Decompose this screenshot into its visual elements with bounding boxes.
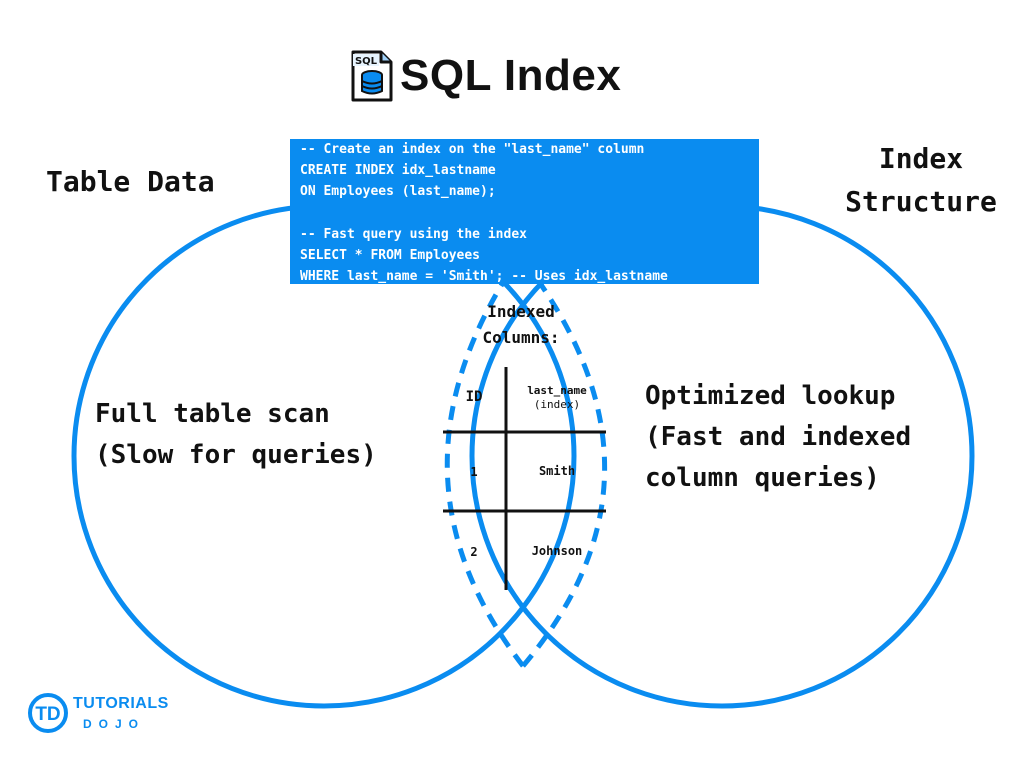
full-table-scan-line: Full table scan	[95, 399, 330, 429]
optimized-lookup-line: Optimized lookup	[645, 381, 896, 411]
full-table-scan-text: Full table scan (Slow for queries)	[95, 394, 377, 476]
code-line: -- Fast query using the index	[300, 226, 527, 242]
column-queries-line: column queries)	[645, 463, 880, 493]
index-structure-heading: Index Structure	[845, 142, 997, 218]
optimized-lookup-text: Optimized lookup (Fast and indexed colum…	[645, 376, 911, 499]
table-data-heading: Table Data	[46, 165, 215, 198]
table-cell-last-name: Smith	[538, 464, 576, 478]
sql-database-file-icon: SQL	[351, 50, 393, 102]
code-line: CREATE INDEX idx_lastname	[300, 163, 496, 179]
table-cell-last-name: Johnson	[531, 544, 583, 558]
index-note: (index)	[533, 398, 581, 411]
table-cell-id: 2	[470, 545, 478, 559]
slow-for-queries-line: (Slow for queries)	[95, 440, 377, 470]
indexed-label-line: Indexed	[487, 302, 555, 321]
fast-and-indexed-line: (Fast and indexed	[645, 422, 912, 452]
sql-code-block: -- Create an index on the "last_name" co…	[290, 139, 759, 284]
logo-bottom-text: DOJO	[83, 717, 146, 731]
indexed-columns-label: Indexed Columns:	[456, 299, 586, 351]
code-line: SELECT * FROM Employees	[300, 247, 481, 263]
last-name-header-label: last_name	[527, 384, 587, 397]
code-line: ON Employees (last_name);	[300, 184, 496, 200]
sql-icon-label: SQL	[355, 56, 378, 67]
title-text: SQL Index	[400, 51, 622, 100]
table-header-id: ID	[465, 389, 483, 405]
code-line: -- Create an index on the "last_name" co…	[300, 142, 645, 157]
tutorials-dojo-logo: TD TUTORIALS DOJO	[27, 692, 169, 734]
table-cell-id: 1	[470, 465, 478, 479]
table-header-last-name: last_name (index)	[510, 384, 604, 412]
logo-mark-text: TD	[35, 704, 60, 725]
page-title: SQL SQL Index	[350, 48, 621, 104]
td-logo-icon: TD	[28, 693, 68, 733]
indexed-columns-lens	[444, 274, 607, 668]
code-line: WHERE last_name = 'Smith'; -- Uses idx_l…	[300, 269, 668, 285]
logo-top-text: TUTORIALS	[73, 695, 169, 712]
columns-label-line: Columns:	[482, 328, 560, 347]
code-line	[300, 203, 759, 224]
